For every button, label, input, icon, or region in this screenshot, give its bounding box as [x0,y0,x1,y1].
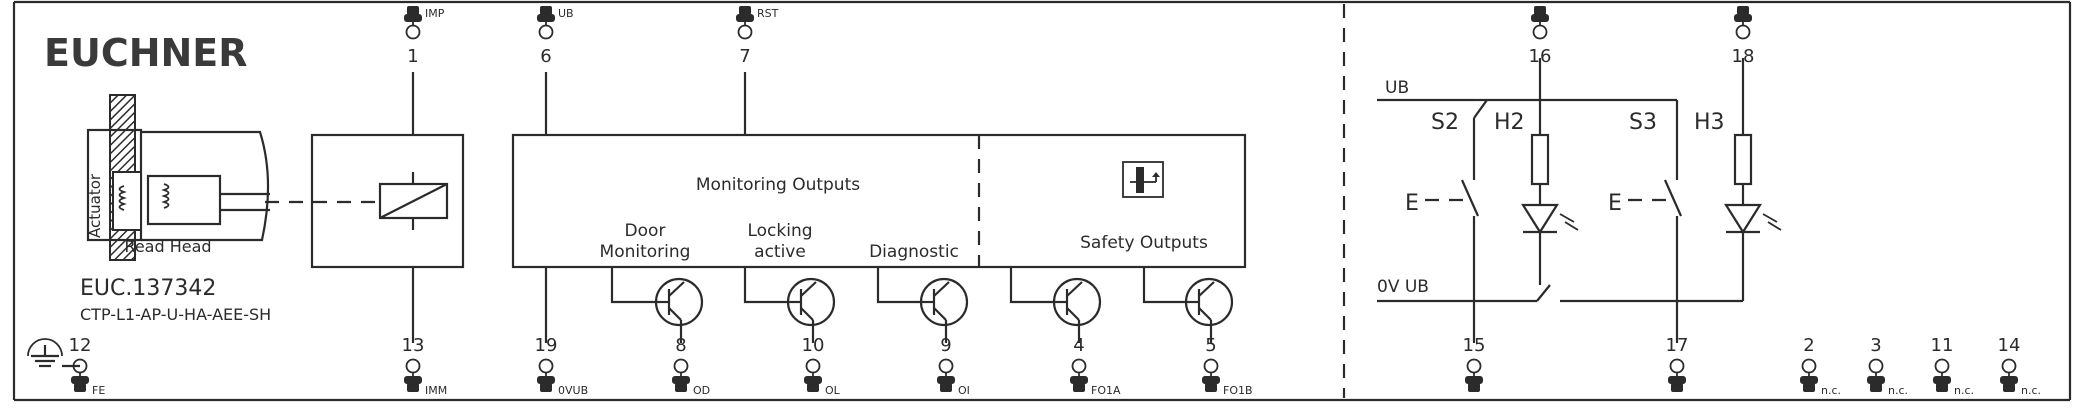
terminal-number: 13 [402,335,425,356]
terminal-label: 0VUB [558,384,588,397]
safety-door-icon [1122,161,1164,198]
bottom-terminal-12[interactable]: 12 FE [69,335,106,397]
terminal-label: IMM [425,384,447,397]
top-terminal-7[interactable]: RST 7 [735,5,779,67]
monitoring-outputs-label: Monitoring Outputs [696,175,860,195]
device-type-code: CTP-L1-AP-U-HA-AEE-SH [80,305,271,324]
safety-outputs-label: Safety Outputs [1080,233,1208,253]
bottom-terminal-19[interactable]: 19 0VUB [535,335,589,397]
locking-active-label-1: Locking [747,221,812,241]
terminal-label: FO1B [1223,384,1253,397]
lamp-h2-label: H2 [1494,110,1525,135]
terminal-number: 19 [535,335,558,356]
terminal-number: 17 [1666,335,1689,356]
terminal-number: 12 [69,335,92,356]
bottom-terminal-15[interactable]: 15 [1463,335,1486,393]
outer-frame [12,0,2072,402]
brand-logo: EUCHNER [44,31,248,75]
terminal-number: 6 [540,46,551,67]
bottom-terminal-10[interactable]: 10 OL [802,335,841,397]
bottom-terminal-8[interactable]: 8 OD [671,335,710,397]
transistor-wiring [610,267,1213,343]
lamp-h3-label: H3 [1694,110,1725,135]
terminal-number: 11 [1931,335,1954,356]
terminal-number: 7 [739,46,750,67]
terminal-number: 8 [675,335,686,356]
read-head-coil-icon [161,183,170,209]
transistor-fo1a [1052,277,1102,327]
terminal-number: 4 [1073,335,1084,356]
terminal-number: 16 [1529,46,1552,67]
switch-lamp-panel: UB 0V UB S2 H2 S3 H3 E E [1377,58,1782,343]
terminal-label: RST [757,7,779,20]
bottom-terminal-14[interactable]: 14 n.c. [1998,335,2041,397]
transistor-oi [919,277,969,327]
read-head-box [146,174,222,226]
bottom-terminal-5[interactable]: 5 FO1B [1201,335,1253,397]
terminal-number: 2 [1803,335,1814,356]
transistor-fo1b [1184,277,1234,327]
terminal-number: 18 [1732,46,1755,67]
top-terminal-16[interactable]: 16 [1529,5,1552,67]
actuator-coil-icon [118,185,127,211]
terminal-label: OL [825,384,841,397]
e-actuation-right: E [1608,191,1622,216]
top-terminal-18[interactable]: 18 [1732,5,1755,67]
terminal-label: UB [558,7,574,20]
terminal-label: n.c. [1954,384,1974,397]
zero-v-rail-label: 0V UB [1377,277,1429,297]
terminal-number: 3 [1870,335,1881,356]
bottom-terminal-11[interactable]: 11 n.c. [1931,335,1974,397]
door-monitoring-label-2: Monitoring [600,242,691,262]
bottom-terminal-17[interactable]: 17 [1666,335,1689,393]
diagnostic-label: Diagnostic [869,242,959,262]
terminal-number: 1 [407,46,418,67]
terminal-number: 5 [1205,335,1216,356]
coil-block [265,72,465,343]
actuator-coil-window [112,171,142,231]
bottom-terminal-3[interactable]: 3 n.c. [1866,335,1908,397]
coil-block-frame [310,133,465,269]
terminal-label: OD [693,384,710,397]
device-order-number: EUC.137342 [80,276,216,301]
door-monitoring-label-1: Door [625,221,666,241]
locking-active-label-2: active [754,242,806,262]
terminal-number: 14 [1998,335,2021,356]
top-terminal-1[interactable]: IMP 1 [403,5,445,67]
transistor-od [654,277,704,327]
actuator-label: Actuator [86,173,104,238]
actuator-group: Actuator Read Head EUC.137342 CTP-L1-AP-… [80,94,271,324]
terminal-number: 10 [802,335,825,356]
terminal-number: 9 [940,335,951,356]
ub-rail-label: UB [1385,78,1409,98]
bottom-terminal-9[interactable]: 9 OI [936,335,970,397]
bottom-terminal-4[interactable]: 4 FO1A [1069,335,1121,397]
read-head-outline [141,130,270,242]
e-actuation-left: E [1405,191,1419,216]
terminal-label: n.c. [2021,384,2041,397]
terminal-number: 15 [1463,335,1486,356]
bottom-terminal-2[interactable]: 2 n.c. [1799,335,1841,397]
terminal-label: FO1A [1091,384,1121,397]
read-head-label: Read Head [124,237,211,256]
top-terminal-6[interactable]: UB 6 [536,5,574,67]
terminal-label: IMP [425,7,445,20]
switch-s2-label: S2 [1431,110,1459,135]
terminal-label: FE [92,384,105,397]
bottom-terminal-13[interactable]: 13 IMM [402,335,448,397]
earth-icon [27,338,80,368]
terminal-label: n.c. [1821,384,1841,397]
terminal-label: n.c. [1888,384,1908,397]
terminal-label: OI [958,384,970,397]
electronics-block: Monitoring Outputs Door Monitoring Locki… [511,72,1247,343]
switch-s3-label: S3 [1629,110,1657,135]
transistor-ol [786,277,836,327]
